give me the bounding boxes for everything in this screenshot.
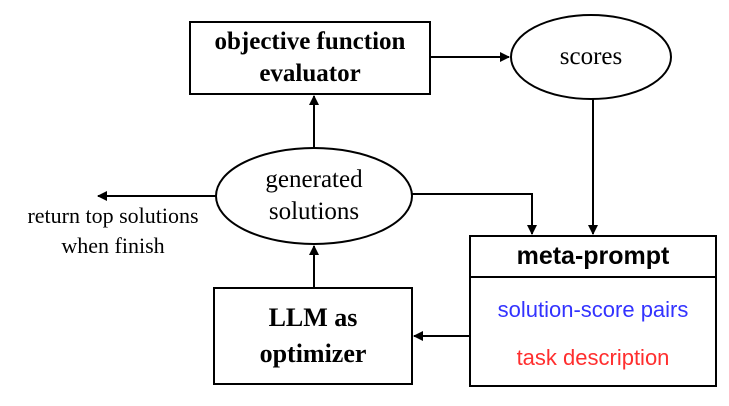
meta-prompt-task-text: task description — [516, 345, 670, 370]
generated-solutions-line1: generated — [265, 166, 363, 193]
llm-optimizer-box — [213, 287, 413, 385]
return-note-line1: return top solutions — [27, 203, 199, 228]
return-note: return top solutions when finish — [6, 200, 220, 262]
scores-label: scores — [511, 15, 671, 99]
meta-prompt-pairs: solution-score pairs — [470, 290, 716, 330]
scores-label-text: scores — [559, 43, 623, 70]
meta-prompt-pairs-text: solution-score pairs — [497, 297, 689, 322]
generated-solutions-label: generated solutions — [216, 148, 412, 244]
meta-prompt-title-text: meta-prompt — [516, 242, 670, 270]
arrow-generated-to-meta-prompt — [412, 193, 537, 235]
meta-prompt-box — [469, 235, 717, 387]
llm-optimizer-line1: LLM as — [268, 303, 358, 332]
evaluator-label: objective function evaluator — [190, 22, 430, 94]
evaluator-box — [189, 21, 431, 95]
meta-prompt-title: meta-prompt — [470, 236, 716, 277]
evaluator-label-line2: evaluator — [259, 60, 361, 87]
llm-optimizer-line2: optimizer — [259, 339, 367, 368]
evaluator-label-line1: objective function — [214, 28, 406, 55]
meta-prompt-task: task description — [470, 338, 716, 378]
scores-ellipse — [510, 14, 672, 100]
generated-solutions-line2: solutions — [268, 198, 360, 225]
llm-optimizer-label: LLM as optimizer — [214, 288, 412, 384]
return-note-line2: when finish — [61, 233, 165, 258]
